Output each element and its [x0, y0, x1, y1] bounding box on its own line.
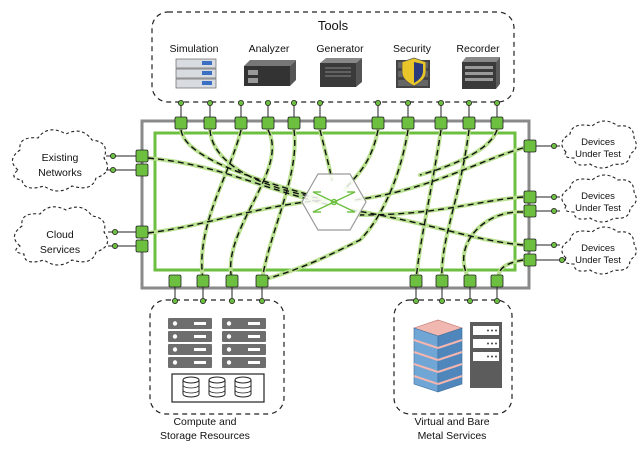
- devices-under-test-cloud-1: Devices Under Test: [561, 120, 637, 169]
- central-switch-hexagon: [301, 173, 367, 231]
- compute-storage-label-1: Compute and: [173, 416, 236, 428]
- internal-connections: [146, 128, 525, 282]
- tools-group-box: [151, 11, 515, 103]
- right-ports: [523, 139, 566, 267]
- left-ports: [106, 149, 149, 253]
- cloud-services-label-2: Services: [40, 244, 80, 256]
- compute-servers-icon: [168, 318, 266, 368]
- existing-networks-cloud: Existing Networks: [11, 129, 109, 192]
- virtual-bare-metal-group-box: [393, 299, 513, 415]
- devices-under-test-label-3a: Devices: [581, 243, 615, 254]
- devices-under-test-label-1b: Under Test: [575, 149, 621, 160]
- switching-fabric-border: [153, 131, 517, 272]
- virtual-machines-stack-icon: [413, 319, 463, 393]
- simulation-server-icon: [175, 58, 217, 89]
- existing-networks-label-2: Networks: [38, 167, 82, 179]
- recorder-device-icon: [462, 57, 500, 89]
- virtual-bare-metal-label-2: Metal Services: [418, 430, 487, 442]
- tools-title: Tools: [318, 18, 349, 33]
- virtual-bare-metal-label-1: Virtual and Bare: [414, 416, 489, 428]
- tool-label-recorder: Recorder: [456, 43, 500, 55]
- existing-networks-label-1: Existing: [42, 152, 79, 164]
- devices-under-test-label-2a: Devices: [581, 191, 615, 202]
- devices-under-test-cloud-3: Devices Under Test: [561, 226, 637, 275]
- storage-disks-icon: [171, 373, 265, 403]
- cloud-services-cloud: Cloud Services: [13, 206, 109, 266]
- devices-under-test-label-2b: Under Test: [575, 203, 621, 214]
- tool-label-generator: Generator: [316, 43, 364, 55]
- devices-under-test-cloud-2: Devices Under Test: [561, 174, 637, 223]
- bare-metal-server-icon: [470, 322, 502, 388]
- tool-label-simulation: Simulation: [169, 43, 218, 55]
- tool-label-security: Security: [393, 43, 432, 55]
- cloud-services-label-1: Cloud: [46, 229, 74, 241]
- devices-under-test-label-3b: Under Test: [575, 255, 621, 266]
- compute-storage-label-2: Storage Resources: [160, 430, 250, 442]
- bottom-ports: [168, 274, 504, 304]
- analyzer-device-icon: [244, 60, 296, 86]
- devices-under-test-label-1a: Devices: [581, 137, 615, 148]
- generator-device-icon: [320, 58, 362, 87]
- security-appliance-icon: [396, 57, 430, 88]
- tool-ports: [174, 100, 504, 130]
- tool-label-analyzer: Analyzer: [249, 43, 290, 55]
